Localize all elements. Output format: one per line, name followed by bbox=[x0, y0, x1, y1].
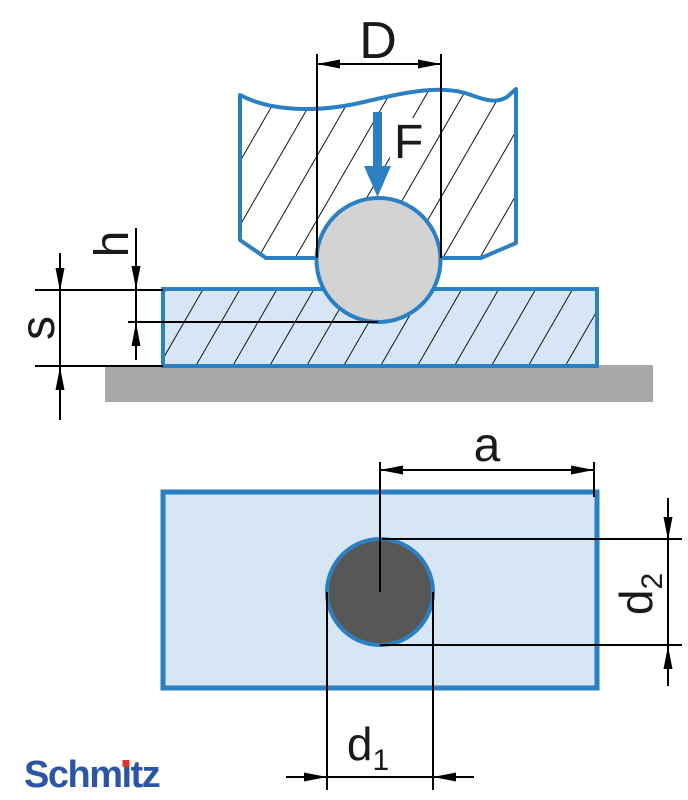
label-indentation-depth: h bbox=[86, 231, 139, 258]
logo-text-part2: tz bbox=[130, 754, 161, 796]
label-d2-base: d bbox=[610, 590, 662, 616]
dimension-d1: d1 bbox=[286, 592, 474, 790]
logo-i-char: ı bbox=[121, 754, 132, 796]
label-ball-diameter: D bbox=[359, 12, 397, 70]
force-arrow: F bbox=[364, 112, 424, 197]
dimension-D: D bbox=[316, 12, 442, 258]
arrowhead-up-icon bbox=[55, 367, 65, 390]
arrowhead-right-icon bbox=[418, 59, 441, 69]
arrowhead-up-icon bbox=[131, 323, 141, 346]
label-d2-sub: 2 bbox=[636, 573, 669, 590]
logo-text-part1: Schm bbox=[24, 754, 123, 796]
anvil-base bbox=[105, 365, 653, 402]
arrowhead-left-icon bbox=[380, 465, 403, 475]
label-indent-diameter-2: d2 bbox=[610, 573, 669, 615]
arrowhead-left-icon bbox=[433, 772, 456, 782]
section-view: D F h s bbox=[12, 12, 653, 420]
force-label-halo bbox=[390, 118, 424, 162]
dimension-d2: d2 bbox=[380, 498, 682, 686]
label-force: F bbox=[394, 116, 423, 169]
force-arrow-head-icon bbox=[364, 166, 391, 197]
arrowhead-right-icon bbox=[304, 772, 327, 782]
logo-i-dot-icon bbox=[122, 760, 130, 767]
label-sheet-thickness: s bbox=[12, 316, 65, 340]
plan-view: a d2 d1 bbox=[160, 419, 682, 790]
logo-i-stem: ı bbox=[121, 754, 132, 796]
label-d1-base: d bbox=[347, 718, 373, 770]
label-indent-diameter-1: d1 bbox=[347, 718, 389, 777]
arrowhead-down-icon bbox=[663, 517, 673, 540]
dimension-s: s bbox=[12, 253, 163, 420]
dimension-a: a bbox=[379, 419, 595, 592]
dimension-h: h bbox=[86, 228, 141, 360]
arrowhead-up-icon bbox=[663, 646, 673, 669]
arrowhead-right-icon bbox=[571, 465, 594, 475]
arrowhead-down-icon bbox=[55, 268, 65, 291]
arrowhead-down-icon bbox=[131, 266, 141, 289]
label-d1-sub: 1 bbox=[372, 744, 389, 777]
label-edge-distance: a bbox=[474, 419, 501, 472]
arrowhead-left-icon bbox=[317, 59, 340, 69]
indenter-block-outline bbox=[238, 87, 518, 260]
indenter-ball bbox=[314, 196, 443, 324]
